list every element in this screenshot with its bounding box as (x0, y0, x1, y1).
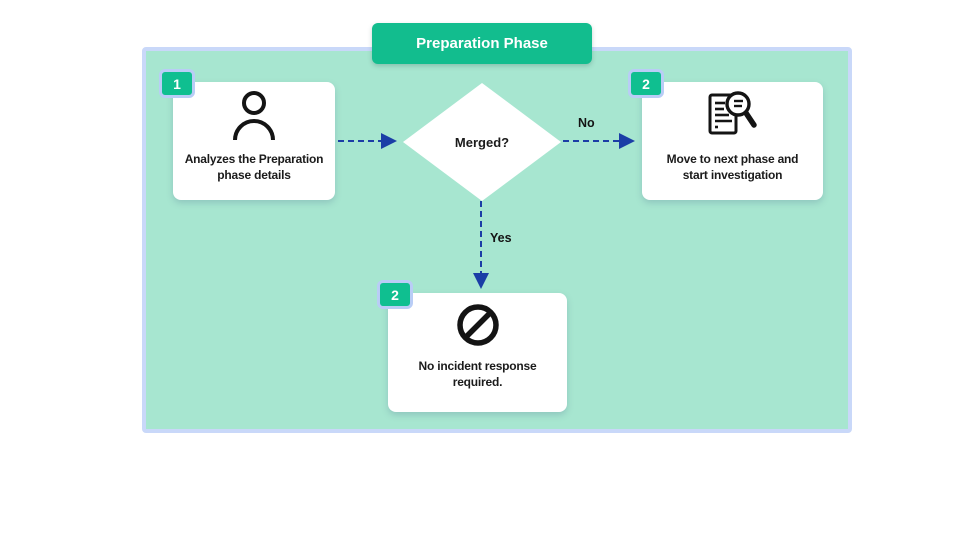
document-search-icon (705, 90, 761, 142)
step-badge-2-right-number: 2 (642, 75, 650, 92)
decision-diamond (403, 83, 561, 201)
step-badge-2-right: 2 (628, 69, 664, 98)
step-badge-2-bottom: 2 (377, 280, 413, 309)
node-no-incident-label: No incident response required. (418, 359, 537, 390)
node-investigate-label: Move to next phase and start investigati… (666, 152, 799, 183)
step-badge-1: 1 (159, 69, 195, 98)
decision-label: Merged? (454, 134, 510, 150)
node-analyze-label: Analyzes the Preparation phase details (184, 152, 324, 183)
node-analyze: Analyzes the Preparation phase details (173, 82, 335, 200)
node-investigate: Move to next phase and start investigati… (642, 82, 823, 200)
person-icon (230, 90, 278, 142)
step-badge-1-number: 1 (173, 75, 181, 92)
edge-label-no: No (578, 116, 595, 130)
edge-label-yes: Yes (490, 231, 512, 245)
prohibition-icon (454, 301, 502, 349)
step-badge-2-bottom-number: 2 (391, 286, 399, 303)
node-no-incident: No incident response required. (388, 293, 567, 412)
phase-title-banner: Preparation Phase (372, 23, 592, 64)
phase-title: Preparation Phase (416, 35, 548, 52)
